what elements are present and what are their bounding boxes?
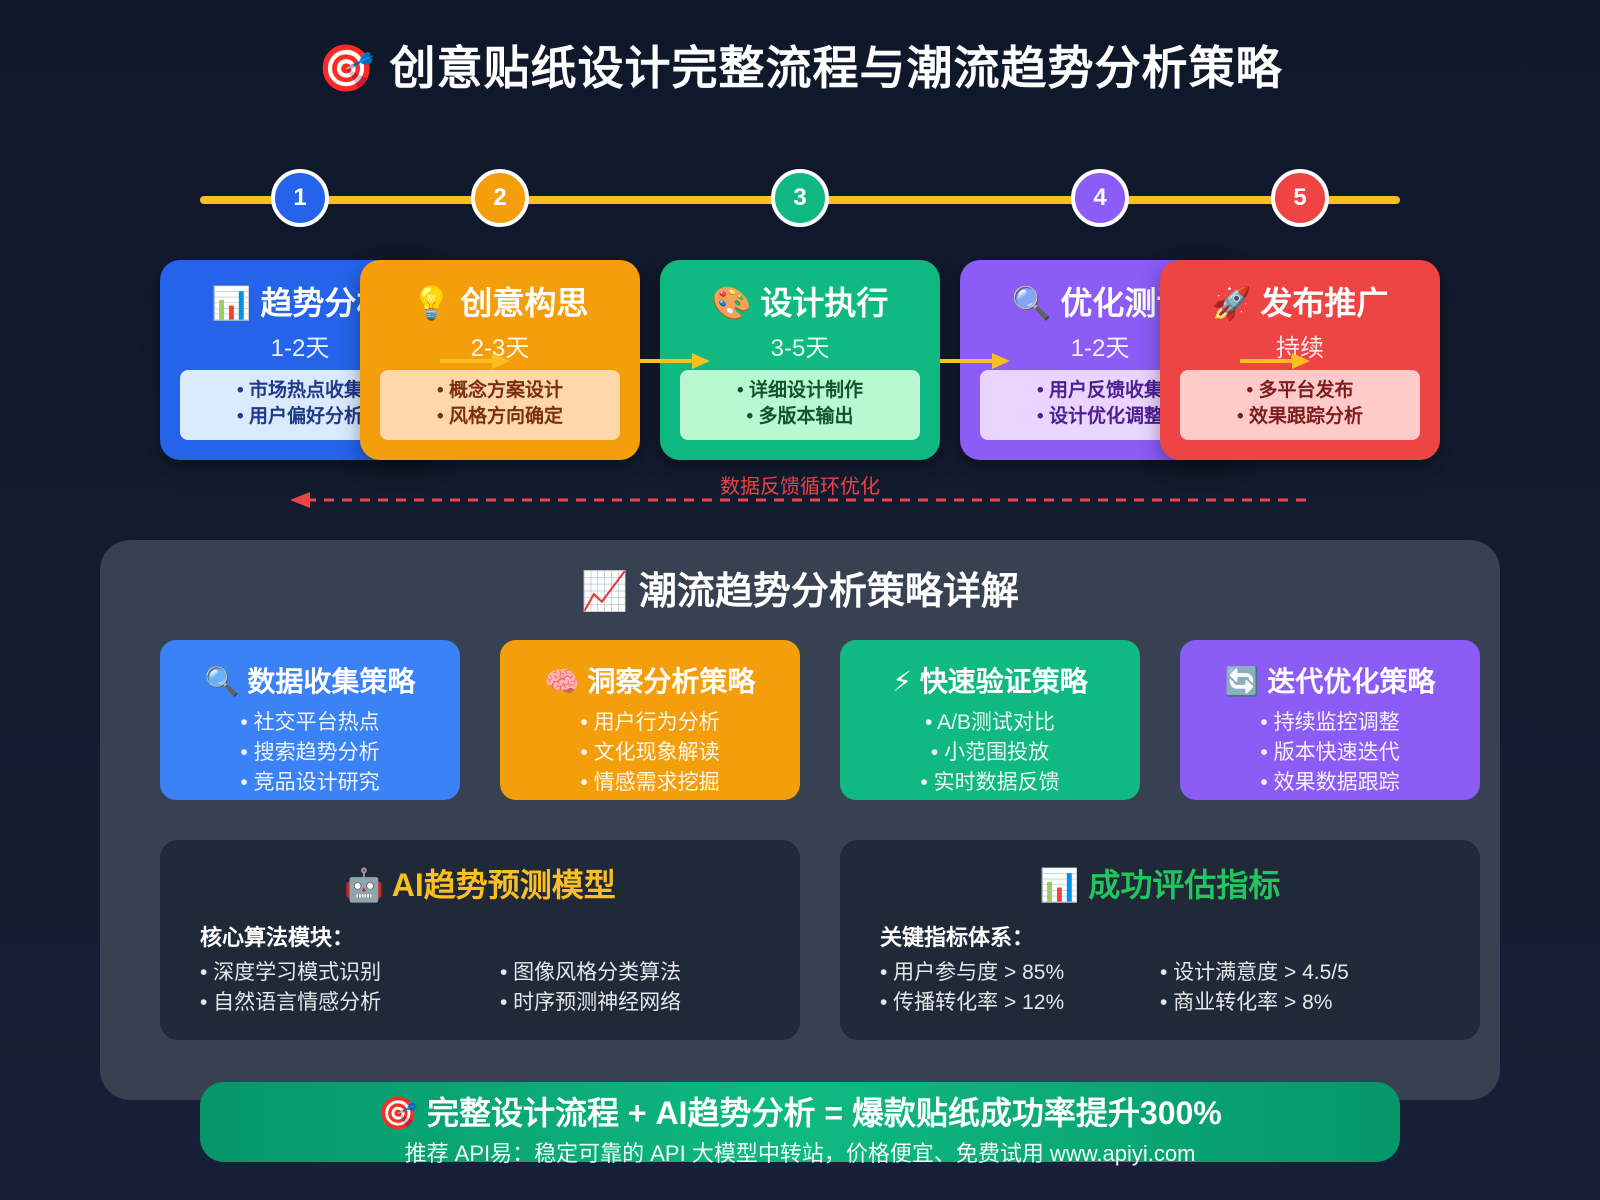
ai-model-item: • 时序预测神经网络: [500, 991, 682, 1014]
step-task: • 用户反馈收集: [1037, 380, 1163, 401]
step-title: 💡 创意构思: [411, 285, 589, 321]
ai-model-card: 🤖 AI趋势预测模型 核心算法模块： • 深度学习模式识别 • 图像风格分类算法…: [160, 840, 800, 1040]
strategy-item: • 用户行为分析: [580, 711, 720, 734]
metrics-item: • 用户参与度 > 85%: [880, 961, 1065, 984]
step-number-badge: 5: [1271, 169, 1329, 227]
strategy-item: • A/B测试对比: [925, 711, 1055, 734]
step-number-badge: 3: [771, 169, 829, 227]
step-task: • 详细设计制作: [737, 380, 863, 401]
metrics-item: • 传播转化率 > 12%: [880, 991, 1065, 1014]
strategy-panel: 📈 潮流趋势分析策略详解 🔍 数据收集策略 • 社交平台热点 • 搜索趋势分析 …: [100, 540, 1500, 1100]
banner-promo[interactable]: 推荐 API易：稳定可靠的 API 大模型中转站，价格便宜、免费试用 www.a…: [404, 1141, 1196, 1166]
ai-model-subtitle: 核心算法模块：: [200, 925, 355, 950]
strategy-item: • 实时数据反馈: [920, 771, 1060, 794]
step-duration: 1-2天: [1070, 335, 1130, 362]
strategy-item: • 搜索趋势分析: [240, 741, 380, 764]
strategy-item: • 版本快速迭代: [1260, 741, 1400, 764]
step-number-badge: 1: [271, 169, 329, 227]
strategy-card-data-collection: 🔍 数据收集策略 • 社交平台热点 • 搜索趋势分析 • 竞品设计研究: [160, 640, 460, 800]
step-tasks: • 概念方案设计 • 风格方向确定: [380, 370, 620, 440]
metrics-title: 📊 成功评估指标: [1039, 867, 1281, 903]
step-card-design-execution: 🎨 设计执行 3-5天 • 详细设计制作 • 多版本输出: [660, 260, 940, 460]
metrics-item: • 商业转化率 > 8%: [1160, 991, 1333, 1014]
process-timeline: 📊 趋势分析 1-2天 • 市场热点收集 • 用户偏好分析 💡 创意构思 2-3…: [0, 0, 1600, 520]
summary-banner: 🎯 完整设计流程 + AI趋势分析 = 爆款贴纸成功率提升300% 推荐 API…: [200, 1082, 1400, 1166]
success-metrics-card: 📊 成功评估指标 关键指标体系： • 用户参与度 > 85% • 设计满意度 >…: [840, 840, 1480, 1040]
strategy-item: • 持续监控调整: [1260, 711, 1400, 734]
banner-headline: 🎯 完整设计流程 + AI趋势分析 = 爆款贴纸成功率提升300%: [378, 1095, 1222, 1131]
step-duration: 1-2天: [270, 335, 330, 362]
step-tasks: • 详细设计制作 • 多版本输出: [680, 370, 920, 440]
step-task: • 概念方案设计: [437, 380, 563, 401]
step-tasks: • 多平台发布 • 效果跟踪分析: [1180, 370, 1420, 440]
strategy-title: 🧠 洞察分析策略: [544, 666, 756, 697]
right-arrow-icon: [940, 353, 1010, 369]
feedback-loop-label: 数据反馈循环优化: [720, 476, 880, 498]
strategy-card-insight-analysis: 🧠 洞察分析策略 • 用户行为分析 • 文化现象解读 • 情感需求挖掘: [500, 640, 800, 800]
ai-model-item: • 深度学习模式识别: [200, 961, 382, 984]
right-arrow-icon: [1240, 353, 1310, 369]
strategy-item: • 竞品设计研究: [240, 771, 380, 794]
step-task: • 效果跟踪分析: [1237, 406, 1363, 427]
page-title: 🎯 创意贴纸设计完整流程与潮流趋势分析策略: [317, 42, 1283, 94]
step-number-badge: 4: [1071, 169, 1129, 227]
feedback-arrow-icon: [290, 492, 1310, 508]
strategy-item: • 文化现象解读: [580, 741, 720, 764]
strategy-title: ⚡ 快速验证策略: [892, 666, 1088, 697]
step-task: • 设计优化调整: [1037, 406, 1163, 427]
strategy-title: 🔍 数据收集策略: [204, 666, 416, 697]
strategy-card-iterative-optimization: 🔄 迭代优化策略 • 持续监控调整 • 版本快速迭代 • 效果数据跟踪: [1180, 640, 1480, 800]
step-task: • 多平台发布: [1246, 380, 1354, 401]
step-number-badge: 2: [471, 169, 529, 227]
step-title: 🚀 发布推广: [1211, 285, 1389, 321]
right-arrow-icon: [440, 353, 510, 369]
strategy-title: 🔄 迭代优化策略: [1224, 666, 1436, 697]
ai-model-title: 🤖 AI趋势预测模型: [344, 867, 616, 903]
ai-model-item: • 自然语言情感分析: [200, 991, 382, 1014]
step-title: 🎨 设计执行: [711, 285, 889, 321]
right-arrow-icon: [640, 353, 710, 369]
metrics-item: • 设计满意度 > 4.5/5: [1160, 961, 1349, 984]
step-title: 📊 趋势分析: [211, 285, 389, 321]
strategy-item: • 社交平台热点: [240, 711, 380, 734]
panel-title: 📈 潮流趋势分析策略详解: [581, 571, 1019, 613]
strategy-card-rapid-validation: ⚡ 快速验证策略 • A/B测试对比 • 小范围投放 • 实时数据反馈: [840, 640, 1140, 800]
ai-model-item: • 图像风格分类算法: [500, 961, 682, 984]
step-duration: 3-5天: [770, 335, 830, 362]
step-title: 🔍 优化测试: [1011, 285, 1189, 321]
step-task: • 多版本输出: [746, 406, 854, 427]
strategy-item: • 情感需求挖掘: [580, 771, 720, 794]
step-task: • 风格方向确定: [437, 406, 563, 427]
step-task: • 用户偏好分析: [237, 406, 363, 427]
metrics-subtitle: 关键指标体系：: [880, 925, 1035, 950]
step-task: • 市场热点收集: [237, 380, 363, 401]
strategy-item: • 小范围投放: [930, 741, 1050, 764]
strategy-item: • 效果数据跟踪: [1260, 771, 1400, 794]
